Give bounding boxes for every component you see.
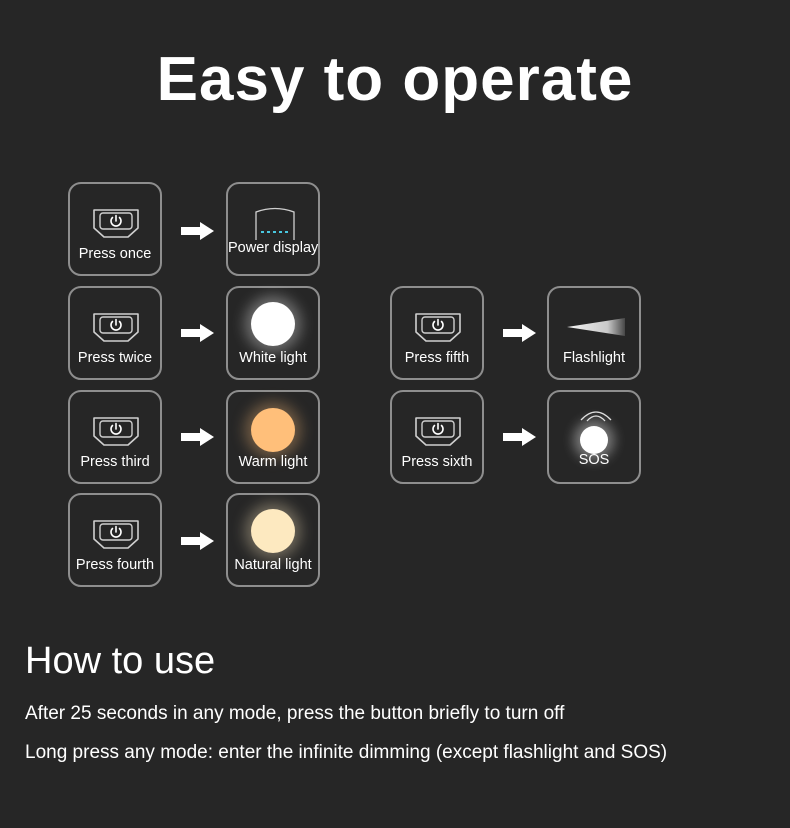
arrow-right-icon bbox=[503, 324, 536, 342]
arrow-right-icon bbox=[181, 532, 214, 550]
white-light-icon bbox=[251, 302, 295, 346]
flashlight-label: Flashlight bbox=[562, 350, 626, 366]
power-button-icon bbox=[93, 313, 139, 342]
arrow-right-icon bbox=[503, 428, 536, 446]
signal-waves-icon bbox=[580, 411, 612, 422]
press-fifth-label: Press fifth bbox=[404, 350, 470, 366]
power-button-icon bbox=[415, 417, 461, 446]
warm-light-label: Warm light bbox=[238, 454, 308, 470]
press-once-label: Press once bbox=[78, 246, 152, 262]
usage-note: After 25 seconds in any mode, press the … bbox=[25, 703, 565, 724]
power-display-card: Power display bbox=[226, 182, 320, 276]
press-sixth-card: Press sixth bbox=[390, 390, 484, 484]
power-display-label: Power display bbox=[228, 240, 319, 256]
press-sixth-label: Press sixth bbox=[401, 454, 473, 470]
white-light-label: White light bbox=[239, 350, 307, 366]
power-button-icon bbox=[415, 313, 461, 342]
sos-label: SOS bbox=[578, 452, 610, 468]
arrow-right-icon bbox=[181, 428, 214, 446]
press-twice-label: Press twice bbox=[77, 350, 153, 366]
press-third-card: Press third bbox=[68, 390, 162, 484]
natural-light-card: Natural light bbox=[226, 493, 320, 587]
natural-light-label: Natural light bbox=[234, 557, 312, 573]
sos-icon bbox=[580, 426, 608, 454]
warm-light-icon bbox=[251, 408, 295, 452]
power-button-icon bbox=[93, 417, 139, 446]
warm-light-card: Warm light bbox=[226, 390, 320, 484]
how-to-use-heading: How to use bbox=[25, 640, 216, 682]
press-fourth-label: Press fourth bbox=[75, 557, 155, 573]
natural-light-icon bbox=[251, 509, 295, 553]
arrow-right-icon bbox=[181, 222, 214, 240]
sos-card: SOS bbox=[547, 390, 641, 484]
usage-note: Long press any mode: enter the infinite … bbox=[25, 742, 668, 763]
flashlight-beam-icon bbox=[567, 318, 625, 336]
press-twice-card: Press twice bbox=[68, 286, 162, 380]
flashlight-card: Flashlight bbox=[547, 286, 641, 380]
press-fourth-card: Press fourth bbox=[68, 493, 162, 587]
white-light-card: White light bbox=[226, 286, 320, 380]
arrow-right-icon bbox=[181, 324, 214, 342]
press-third-label: Press third bbox=[80, 454, 150, 470]
page-title: Easy to operate bbox=[156, 45, 634, 114]
power-button-icon bbox=[93, 209, 139, 238]
press-fifth-card: Press fifth bbox=[390, 286, 484, 380]
battery-level-icon bbox=[255, 207, 295, 240]
press-once-card: Press once bbox=[68, 182, 162, 276]
power-button-icon bbox=[93, 520, 139, 549]
